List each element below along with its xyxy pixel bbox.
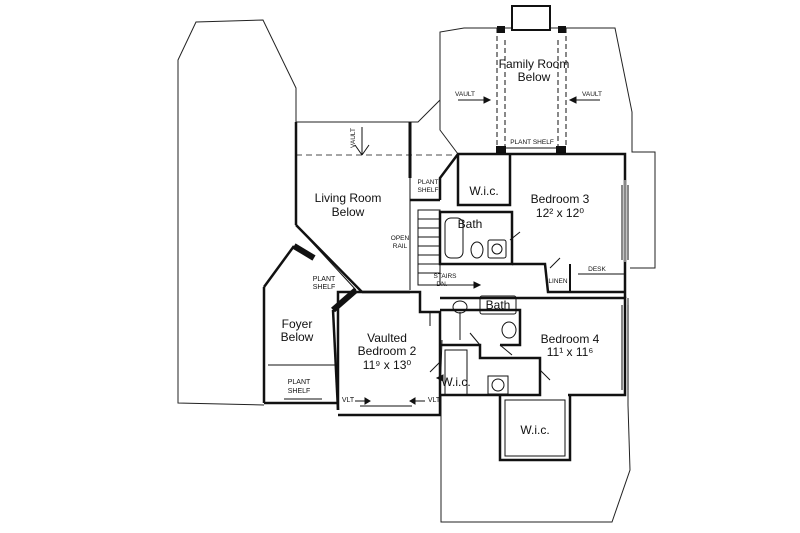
stairs	[409, 178, 482, 290]
bedroom2-walls	[336, 290, 442, 417]
vlt-right-label: VLT	[428, 397, 441, 404]
plant-shelf-diag-label-1: PLANT	[313, 276, 336, 283]
bath-upper-label: Bath	[458, 217, 483, 231]
family-room-below	[496, 26, 567, 154]
stairs-label-1: STAIRS	[434, 273, 458, 280]
plant-shelf-diag-label-2: SHELF	[313, 284, 336, 291]
bedroom3-label: Bedroom 3	[531, 192, 590, 206]
wic-mid-label: W.i.c.	[441, 375, 470, 389]
bedroom2-label: Bedroom 2	[358, 344, 417, 358]
bath-lower-label: Bath	[486, 298, 511, 312]
vlt-arrows	[355, 374, 444, 405]
stairs-label-2: DN.	[436, 281, 447, 288]
family-room-below-label: Below	[518, 70, 551, 84]
plant-shelf-living-label-1: PLANT	[418, 179, 439, 186]
desk-label: DESK	[588, 266, 606, 273]
wic-lower-label: W.i.c.	[520, 423, 549, 437]
foyer-label: Foyer	[282, 317, 313, 331]
vault-right-label: VAULT	[582, 91, 602, 98]
bedroom4-label: Bedroom 4	[541, 332, 600, 346]
open-rail-label-1: OPEN	[391, 235, 410, 242]
plant-shelf-family-label: PLANT SHELF	[510, 139, 554, 146]
plant-shelf-foyer-label-2: SHELF	[288, 388, 311, 395]
living-room-walls	[294, 122, 458, 294]
vault-left-label: VAULT	[455, 91, 475, 98]
linen-label: LINEN	[548, 278, 567, 285]
vault-living-label: VAULT	[350, 128, 357, 148]
open-rail-label-2: RAIL	[393, 243, 408, 250]
bedroom4-size: 11¹ x 11⁶	[547, 345, 594, 359]
bedroom2-vaulted-label: Vaulted	[367, 331, 407, 345]
living-room-below-label: Below	[332, 205, 365, 219]
foyer-below-label: Below	[281, 330, 314, 344]
vlt-left-label: VLT	[342, 397, 355, 404]
living-room-label: Living Room	[315, 191, 382, 205]
chimney	[511, 5, 551, 31]
family-room-label: Family Room	[499, 57, 570, 71]
bedroom3-size: 12² x 12⁰	[536, 206, 584, 220]
bath-upper-fixtures	[444, 217, 507, 259]
plant-shelf-foyer-label-1: PLANT	[288, 379, 311, 386]
bedroom2-size: 11⁹ x 13⁰	[363, 358, 412, 372]
plant-shelf-living-label-2: SHELF	[418, 187, 439, 194]
wic-upper-label: W.i.c.	[469, 184, 498, 198]
bedroom3-walls	[438, 152, 629, 298]
bath-lower-fixtures	[452, 295, 517, 395]
vault-arrows	[458, 96, 600, 104]
